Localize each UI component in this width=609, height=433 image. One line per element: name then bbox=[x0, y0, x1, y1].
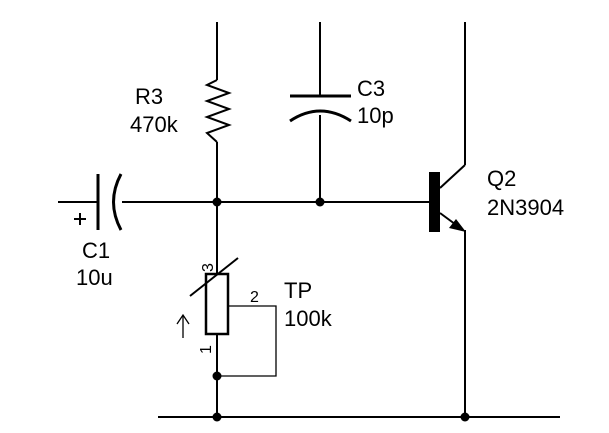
junction-dot bbox=[212, 412, 222, 422]
junction-dot bbox=[212, 197, 222, 207]
c3-ref-label: C3 bbox=[357, 76, 385, 101]
q2-ref-label: Q2 bbox=[487, 166, 516, 191]
tp-pin-1-label: 1 bbox=[198, 345, 215, 354]
r3-ref-label: R3 bbox=[135, 84, 163, 109]
wire-collector-diag bbox=[439, 164, 466, 189]
tp-pin-3-label: 3 bbox=[200, 263, 217, 272]
c1-value-label: 10u bbox=[76, 265, 113, 290]
r3-value-label: 470k bbox=[130, 112, 179, 137]
c1-ref-label: C1 bbox=[82, 238, 110, 263]
transistor-q2-symbol bbox=[429, 172, 466, 232]
emitter-arrow-icon bbox=[449, 219, 466, 232]
wires bbox=[58, 22, 560, 418]
tp-pin-2-label: 2 bbox=[250, 289, 259, 306]
junction-dot bbox=[315, 197, 325, 207]
polarity-plus-icon bbox=[74, 213, 86, 225]
wire-wiper-loop bbox=[217, 305, 277, 377]
c3-value-label: 10p bbox=[357, 103, 394, 128]
junction-dot bbox=[212, 371, 222, 381]
junction-dot bbox=[460, 412, 470, 422]
junctions bbox=[212, 197, 470, 422]
resistor-r3-symbol bbox=[204, 79, 232, 143]
tp-ref-label: TP bbox=[284, 278, 312, 303]
capacitor-c3-symbol bbox=[289, 94, 352, 123]
tp-value-label: 100k bbox=[284, 306, 333, 331]
capacitor-c1-symbol bbox=[96, 173, 123, 231]
adjust-arrow-icon bbox=[176, 313, 190, 338]
potentiometer-tp-symbol bbox=[189, 257, 239, 336]
q2-value-label: 2N3904 bbox=[487, 195, 564, 220]
